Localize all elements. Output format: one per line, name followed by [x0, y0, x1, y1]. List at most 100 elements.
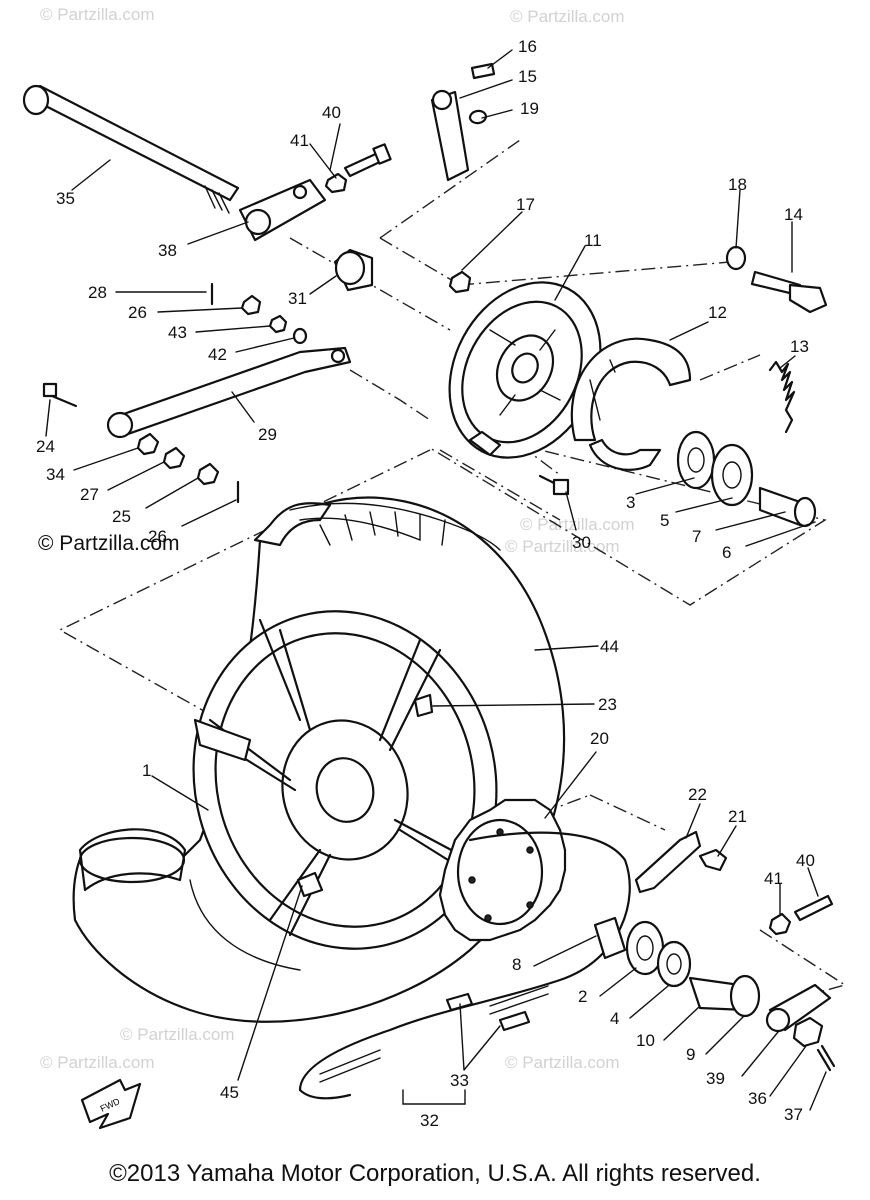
- callout-22: 22: [688, 785, 707, 804]
- callout-38: 38: [158, 241, 177, 260]
- callout-7: 7: [692, 527, 701, 546]
- callout-45: 45: [220, 1083, 239, 1102]
- callout-30: 30: [572, 533, 591, 552]
- sprocket-plate: [634, 830, 728, 894]
- assembly-line: [349, 369, 431, 421]
- callout-32: 32: [420, 1111, 439, 1130]
- callout-9: 9: [686, 1045, 695, 1064]
- rear-sprocket: [438, 798, 567, 942]
- watermark: © Partzilla.com: [40, 1053, 155, 1072]
- nut-17: [448, 270, 472, 294]
- partzilla-watermark: © Partzilla.com: [38, 532, 180, 555]
- nut-26: [240, 294, 262, 316]
- callout-1: 1: [142, 761, 151, 780]
- callout-42: 42: [208, 345, 227, 364]
- callout-15: 15: [518, 67, 537, 86]
- washer-43: [268, 314, 288, 334]
- bolt-24: [42, 382, 78, 408]
- callout-3: 3: [626, 493, 635, 512]
- bolt-30: [538, 474, 570, 496]
- watermark: © Partzilla.com: [40, 5, 155, 24]
- assembly-line: [589, 794, 666, 831]
- watermark: © Partzilla.com: [505, 1053, 620, 1072]
- callout-6: 6: [722, 543, 731, 562]
- callout-39: 39: [706, 1069, 725, 1088]
- assembly-line: [289, 237, 451, 331]
- callout-40: 40: [322, 103, 341, 122]
- callout-14: 14: [784, 205, 803, 224]
- washer-42: [292, 327, 308, 345]
- chain-joint: [445, 992, 531, 1032]
- tension-bar: [106, 346, 352, 439]
- watermark: © Partzilla.com: [505, 537, 620, 556]
- callout-5: 5: [660, 511, 669, 530]
- diagram-canvas: © Partzilla.com © Partzilla.com © Partzi…: [22, 5, 847, 1130]
- assembly-line: [379, 139, 521, 239]
- drive-chain: [298, 831, 631, 1100]
- callout-21: 21: [728, 807, 747, 826]
- hub-bearings: [676, 430, 817, 528]
- sprocket-hub-parts: [593, 916, 832, 1033]
- callout-29: 29: [258, 425, 277, 444]
- assembly-line: [699, 354, 761, 381]
- nut-34: [136, 432, 160, 456]
- nut-27: [162, 446, 186, 470]
- watermark: © Partzilla.com: [120, 1025, 235, 1044]
- callout-31: 31: [288, 289, 307, 308]
- callout-labels: 35 38 40 41 16 15 19 17 18 14 11 12 13 2…: [36, 37, 815, 1130]
- callout-24: 24: [36, 437, 55, 456]
- washer-18: [725, 245, 747, 271]
- rear-wheel-and-tire: [72, 496, 566, 1023]
- callout-34: 34: [46, 465, 65, 484]
- copyright-footer: ©2013 Yamaha Motor Corporation, U.S.A. A…: [109, 1160, 761, 1187]
- brake-cam-lever: [430, 62, 496, 182]
- callout-17: 17: [516, 195, 535, 214]
- front-direction-arrow: FWD: [80, 1078, 142, 1130]
- callout-44: 44: [600, 637, 619, 656]
- brake-shoe-plate: [448, 281, 602, 459]
- callout-40b: 40: [796, 851, 815, 870]
- callout-20: 20: [590, 729, 609, 748]
- assembly-line: [439, 449, 561, 521]
- callout-43: 43: [168, 323, 187, 342]
- collar-spacer: [333, 248, 374, 292]
- callout-11: 11: [584, 231, 602, 250]
- callout-23: 23: [598, 695, 617, 714]
- callout-18: 18: [728, 175, 747, 194]
- tire-valve: [296, 871, 324, 898]
- callout-12: 12: [708, 303, 727, 322]
- callout-27: 27: [80, 485, 99, 504]
- callout-26b: 26: [148, 527, 167, 546]
- callout-33: 33: [450, 1071, 469, 1090]
- leader-lines: [45, 49, 827, 1111]
- axle-nut: [792, 1016, 824, 1048]
- callout-36: 36: [748, 1089, 767, 1108]
- callout-10: 10: [636, 1031, 655, 1050]
- callout-25: 25: [112, 507, 131, 526]
- watermark: © Partzilla.com: [520, 515, 635, 534]
- brake-camshaft: [750, 270, 828, 314]
- assembly-line: [379, 237, 461, 286]
- chain-adjuster-left: [238, 178, 327, 242]
- callout-16: 16: [518, 37, 537, 56]
- brake-shoe-set: [570, 337, 692, 471]
- callout-41b: 41: [764, 869, 783, 888]
- assembly-line: [759, 929, 847, 1001]
- callout-41: 41: [290, 131, 309, 150]
- watermark: © Partzilla.com: [510, 7, 625, 26]
- callout-13: 13: [790, 337, 809, 356]
- callout-28: 28: [88, 283, 107, 302]
- callout-4: 4: [610, 1009, 619, 1028]
- adjust-bolt-top: [324, 143, 392, 194]
- rear-axle: [22, 84, 240, 214]
- cotter-pin-37: [816, 1044, 836, 1072]
- callout-35: 35: [56, 189, 75, 208]
- adjust-bolt-bottom: [768, 894, 834, 936]
- assembly-line: [429, 444, 827, 606]
- assembly-line: [459, 261, 731, 286]
- callout-19: 19: [520, 99, 539, 118]
- return-spring: [768, 360, 796, 434]
- callout-2: 2: [578, 987, 587, 1006]
- callout-8: 8: [512, 955, 521, 974]
